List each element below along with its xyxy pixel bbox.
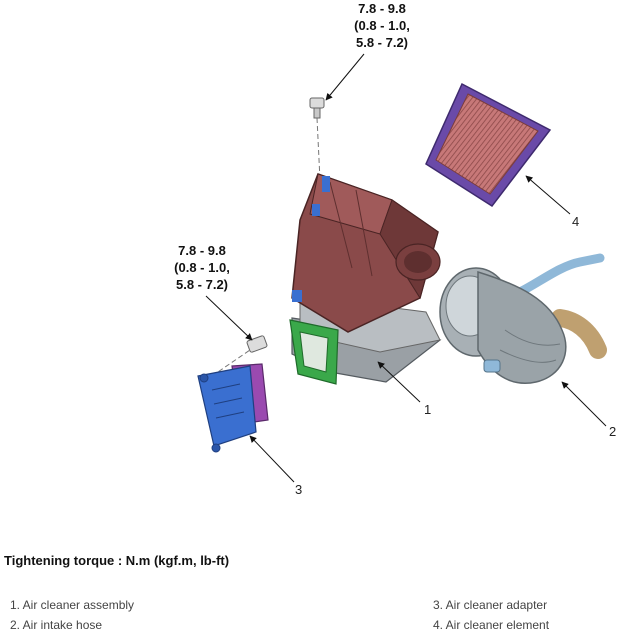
air-intake-hose [439, 253, 607, 384]
callout-3: 3 [295, 482, 303, 497]
legend-item-1: 1. Air cleaner assembly [10, 598, 135, 612]
air-cleaner-element [425, 82, 552, 208]
legend-left-column: 1. Air cleaner assembly 2. Air intake ho… [10, 595, 134, 635]
legend-item-2: 2. Air intake hose [10, 618, 103, 632]
tightening-torque-heading: Tightening torque : N.m (kgf.m, lb-ft) [4, 553, 230, 568]
bolt-top [309, 97, 325, 181]
leader-lines [205, 53, 607, 483]
torque-left-line-1: 7.8 - 9.8 [178, 243, 226, 258]
torque-label-top: 7.8 - 9.8 (0.8 - 1.0, 5.8 - 7.2) [330, 0, 434, 51]
exploded-view-diagram [197, 53, 607, 483]
torque-left-line-2: (0.8 - 1.0, [174, 260, 230, 275]
torque-top-line-2: (0.8 - 1.0, [354, 18, 410, 33]
torque-top-line-3: 5.8 - 7.2) [355, 35, 409, 50]
torque-label-left: 7.8 - 9.8 (0.8 - 1.0, 5.8 - 7.2) [150, 242, 254, 293]
air-cleaner-adapter [197, 363, 269, 453]
legend-item-3: 3. Air cleaner adapter [433, 598, 548, 612]
callout-4: 4 [572, 214, 580, 229]
torque-left-line-3: 5.8 - 7.2) [175, 277, 229, 292]
legend-item-4: 4. Air cleaner element [433, 618, 550, 632]
callout-1: 1 [424, 402, 432, 417]
air-cleaner-assembly [289, 173, 442, 385]
torque-top-line-1: 7.8 - 9.8 [358, 1, 406, 16]
legend-right-column: 3. Air cleaner adapter 4. Air cleaner el… [433, 595, 549, 635]
callout-2: 2 [609, 424, 617, 439]
